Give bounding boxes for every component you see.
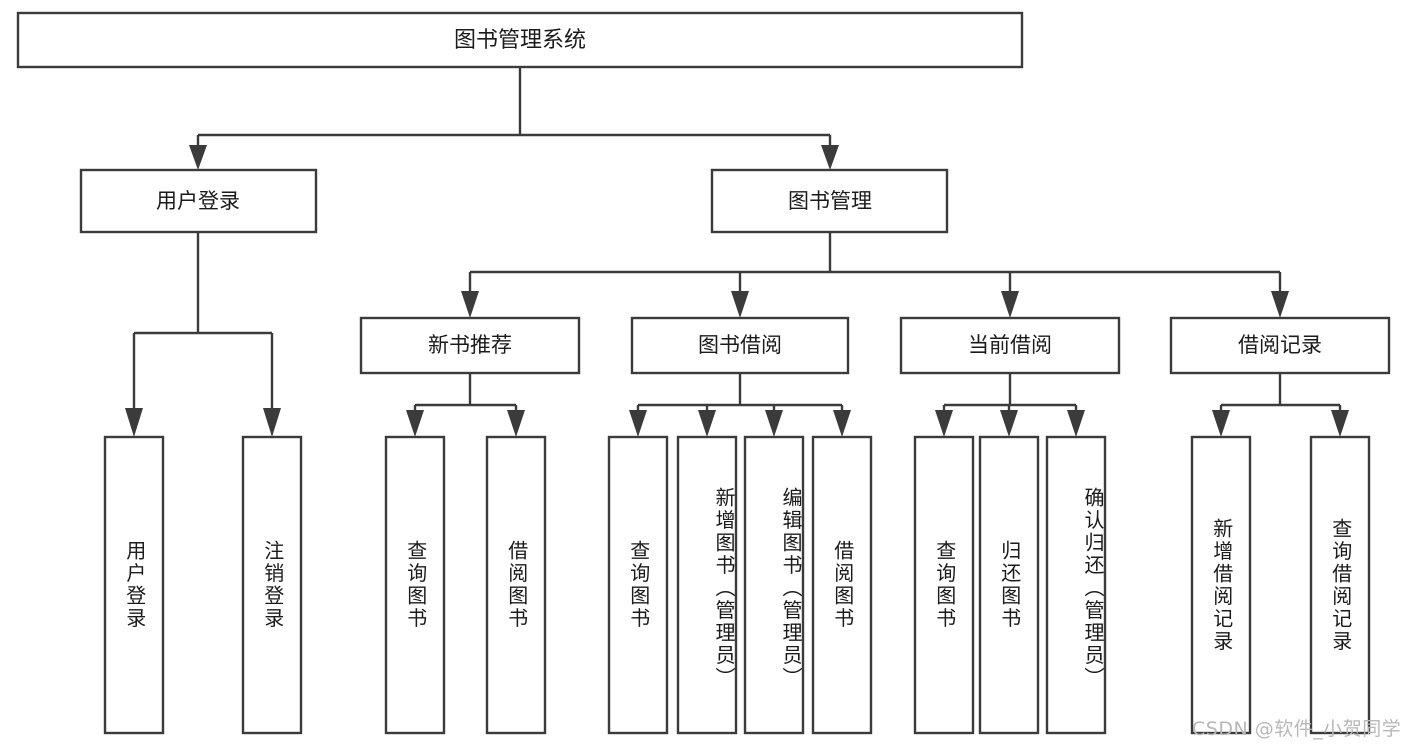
node-user-login[interactable]: 用户登录 [79, 168, 318, 234]
node-current-borrow-box[interactable] [899, 316, 1121, 375]
arrow-head-icon [189, 145, 207, 170]
connector-newbook-to-leaves [406, 373, 525, 437]
leaf-box[interactable] [1309, 435, 1371, 735]
leaf-box[interactable] [978, 435, 1040, 735]
connector-userlogin-to-leaves [125, 232, 281, 437]
arrow-head-icon [698, 410, 716, 437]
leaf-box[interactable] [384, 435, 446, 735]
node-user-login-box[interactable] [79, 168, 318, 234]
node-new-book-recommend-box[interactable] [359, 316, 581, 375]
leaf-box[interactable] [103, 435, 165, 735]
connector-current-to-leaves [935, 373, 1085, 437]
node-current-borrow-label: 当前借阅 [968, 333, 1052, 357]
node-new-book-recommend[interactable]: 新书推荐 [359, 316, 581, 375]
leaf-boxes [103, 435, 1371, 735]
leaf-box[interactable] [607, 435, 669, 735]
node-root-label: 图书管理系统 [454, 28, 586, 53]
arrow-head-icon [1212, 410, 1230, 437]
node-user-login-label: 用户登录 [156, 189, 240, 213]
node-book-borrow-box[interactable] [630, 316, 850, 375]
node-root-box[interactable] [16, 11, 1024, 69]
leaf-box[interactable] [676, 435, 738, 735]
arrow-head-icon [821, 145, 839, 170]
arrow-head-icon [406, 410, 424, 437]
arrow-head-icon [833, 410, 851, 437]
node-current-borrow[interactable]: 当前借阅 [899, 316, 1121, 375]
leaf-box[interactable] [743, 435, 805, 735]
node-book-management-box[interactable] [710, 168, 949, 234]
arrow-head-icon [1271, 291, 1289, 318]
arrow-head-icon [1331, 410, 1349, 437]
arrow-head-icon [1067, 410, 1085, 437]
csdn-watermark: CSDN @软件_小贺同学 [1192, 718, 1402, 740]
node-borrow-record-label: 借阅记录 [1238, 333, 1322, 357]
arrow-head-icon [1001, 291, 1019, 318]
node-root[interactable]: 图书管理系统 [16, 11, 1024, 69]
node-borrow-record[interactable]: 借阅记录 [1169, 316, 1391, 375]
node-book-borrow-label: 图书借阅 [698, 333, 782, 357]
node-book-management[interactable]: 图书管理 [710, 168, 949, 234]
arrow-head-icon [731, 291, 749, 318]
arrow-head-icon [935, 410, 953, 437]
arrow-head-icon [765, 410, 783, 437]
connector-bookmgmt-to-level3 [461, 232, 1289, 318]
node-book-management-label: 图书管理 [788, 189, 872, 213]
leaf-box[interactable] [1045, 435, 1107, 735]
connector-root-to-level2 [189, 67, 839, 170]
leaf-box[interactable] [1190, 435, 1252, 735]
arrow-head-icon [1000, 410, 1018, 437]
leaf-box[interactable] [811, 435, 873, 735]
connector-borrow-to-leaves [629, 373, 851, 437]
arrow-head-icon [263, 408, 281, 437]
arrow-head-icon [507, 410, 525, 437]
connector-record-to-leaves [1212, 373, 1349, 437]
arrow-head-icon [629, 410, 647, 437]
leaf-box[interactable] [485, 435, 547, 735]
arrow-head-icon [125, 408, 143, 437]
leaf-box[interactable] [913, 435, 975, 735]
node-book-borrow[interactable]: 图书借阅 [630, 316, 850, 375]
node-new-book-recommend-label: 新书推荐 [428, 333, 512, 357]
node-borrow-record-box[interactable] [1169, 316, 1391, 375]
leaf-box[interactable] [241, 435, 303, 735]
arrow-head-icon [461, 291, 479, 318]
